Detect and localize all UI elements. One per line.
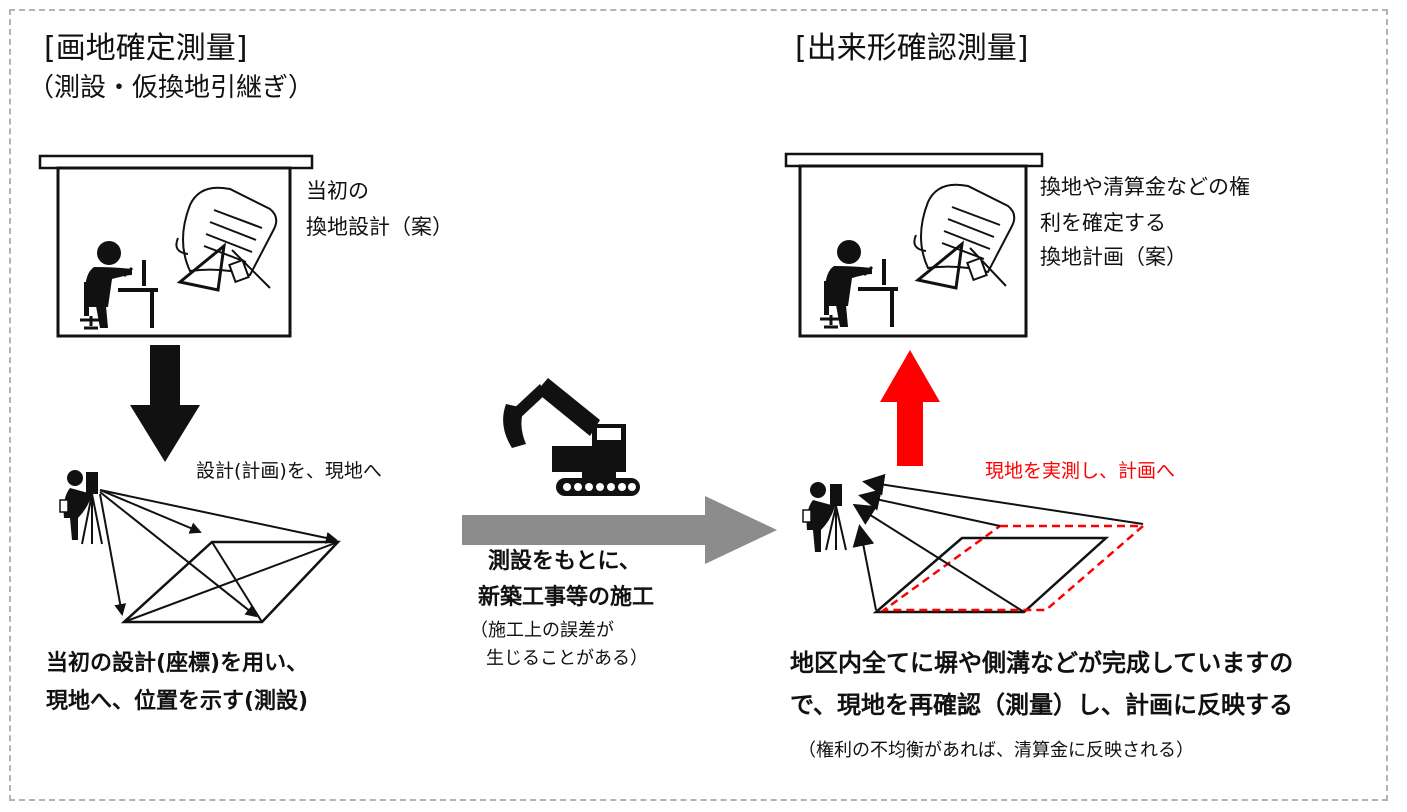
red-up-arrow xyxy=(880,350,940,466)
left-board-caption-2: 換地設計（案） xyxy=(306,215,453,239)
middle-bold-text-2: 新築工事等の施工 xyxy=(478,585,655,610)
right-survey-arrows xyxy=(852,473,1144,613)
middle-note-2: 生じることがある） xyxy=(486,648,648,669)
left-board-caption-1: 当初の xyxy=(306,179,369,203)
dashed-frame xyxy=(9,9,1388,801)
left-surveyor-icon xyxy=(59,470,103,545)
right-red-label: 現地を実測し、計画へ xyxy=(985,460,1176,482)
person-at-desk-icon xyxy=(80,241,158,330)
left-bottom-text-2: 現地へ、位置を示す(測設) xyxy=(46,689,309,714)
right-title: [出来形確認測量] xyxy=(795,31,1029,66)
right-bottom-note: （権利の不均衡があれば、清算金に反映される） xyxy=(798,740,1194,761)
left-board xyxy=(38,154,314,338)
excavator-icon xyxy=(503,378,640,496)
measured-lot-dashed xyxy=(880,524,1147,612)
blueprint-icon xyxy=(175,186,278,292)
down-arrow xyxy=(130,345,200,462)
gray-arrow xyxy=(462,496,777,564)
middle-bold-text-1: 測設をもとに、 xyxy=(488,549,641,574)
blueprint-icon xyxy=(913,183,1016,290)
left-subtitle: （測設・仮換地引継ぎ） xyxy=(28,73,315,103)
right-board xyxy=(784,152,1044,338)
right-board-caption-1: 換地や清算金などの権 xyxy=(1040,175,1250,199)
right-bottom-text-1: 地区内全てに塀や側溝などが完成していますの xyxy=(790,649,1294,677)
right-bottom-text-2: で、現地を再確認（測量）し、計画に反映する xyxy=(790,691,1294,719)
right-lot xyxy=(872,536,1110,614)
left-arrow-label: 設計(計画)を、現地へ xyxy=(196,460,382,482)
left-bottom-text-1: 当初の設計(座標)を用い、 xyxy=(46,651,309,676)
right-board-caption-2: 利を確定する xyxy=(1040,211,1166,235)
right-board-caption-3: 換地計画（案） xyxy=(1040,245,1187,269)
person-at-desk-icon xyxy=(820,240,898,329)
right-surveyor-icon xyxy=(802,482,847,552)
left-survey-arrows xyxy=(99,489,338,618)
middle-note-1: （施工上の誤差が xyxy=(470,620,614,641)
left-title: [画地確定測量] xyxy=(44,31,248,66)
